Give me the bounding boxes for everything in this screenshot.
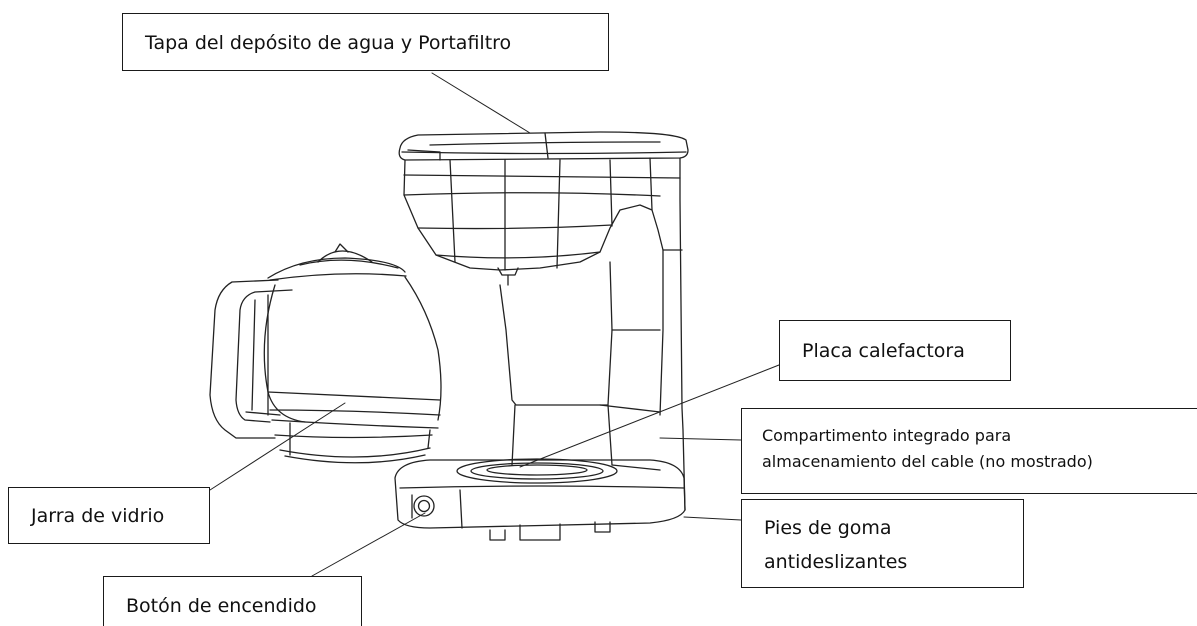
leader-boton xyxy=(311,512,426,577)
leader-placa xyxy=(519,364,780,468)
label-pies-line1: Pies de goma xyxy=(764,517,892,539)
label-compartimento-line1: Compartimento integrado para xyxy=(762,426,1012,445)
label-jarra-vidrio: Jarra de vidrio xyxy=(8,487,210,544)
leader-compartimento xyxy=(659,437,742,441)
leader-jarra xyxy=(209,402,346,491)
label-compartimento-line2: almacenamiento del cable (no mostrado) xyxy=(762,452,1093,471)
leader-tapa xyxy=(431,72,531,134)
label-compartimento-cable: Compartimento integrado para almacenamie… xyxy=(741,408,1197,494)
label-tapa-text: Tapa del depósito de agua y Portafiltro xyxy=(145,32,512,54)
coffee-maker-body xyxy=(394,131,689,541)
leader-pies xyxy=(683,516,742,521)
label-placa-calefactora: Placa calefactora xyxy=(779,320,1011,381)
label-jarra-text: Jarra de vidrio xyxy=(31,505,165,527)
label-pies-line2: antideslizantes xyxy=(764,551,908,573)
label-pies-goma: Pies de goma antideslizantes xyxy=(741,499,1024,588)
leader-lines xyxy=(209,72,780,577)
label-placa-text: Placa calefactora xyxy=(802,340,965,362)
glass-carafe xyxy=(209,243,442,464)
label-tapa-deposito: Tapa del depósito de agua y Portafiltro xyxy=(122,13,609,71)
label-boton-encendido: Botón de encendido xyxy=(103,576,362,626)
power-switch-icon xyxy=(411,494,435,519)
label-boton-text: Botón de encendido xyxy=(126,595,317,617)
